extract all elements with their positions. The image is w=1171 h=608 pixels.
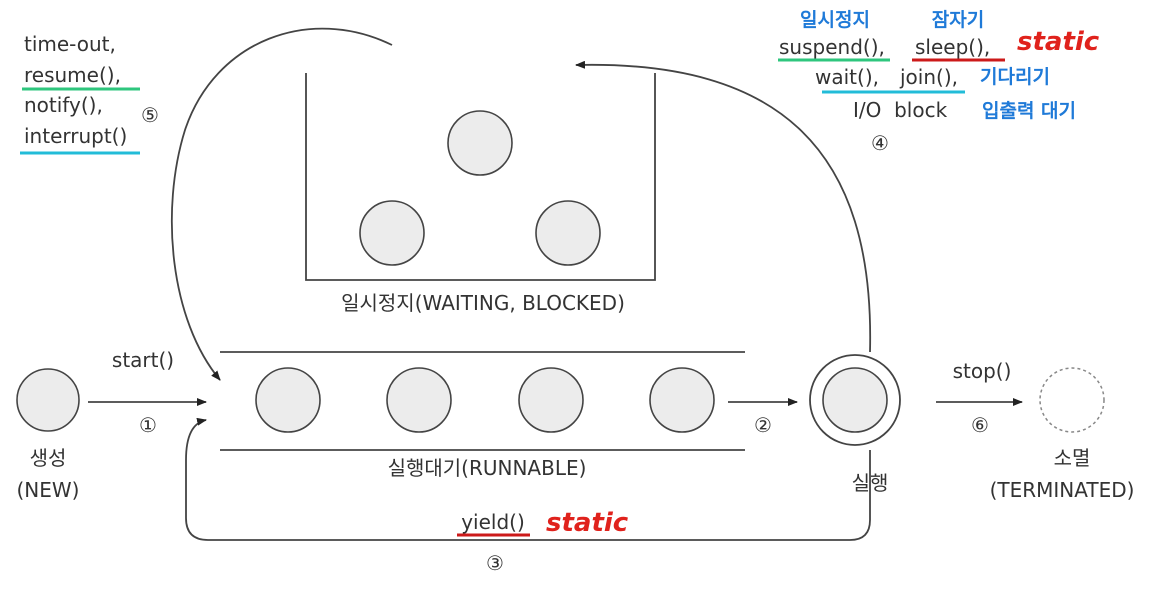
suspend-label: suspend(), [779,35,885,59]
transition-3-number: ③ [486,551,504,575]
sleep-static-annotation: static [1017,27,1100,57]
suspend-annotation: 일시정지 [800,9,870,31]
runnable-thread-3 [518,367,584,433]
waiting-box [305,73,656,281]
new-state-sublabel: (NEW) [17,478,80,502]
waiting-thread-1 [447,110,513,176]
timeout-label: time-out, [24,32,116,56]
resume-label: resume(), [24,63,121,87]
stop-label: stop() [953,359,1012,383]
runnable-thread-4 [649,367,715,433]
sleep-label: sleep(), [915,35,990,59]
wait-join-annotation: 기다리기 [980,66,1050,88]
transition-1-number: ① [139,413,157,437]
sleep-annotation: 잠자기 [932,9,984,31]
runnable-state-label: 실행대기(RUNNABLE) [388,456,587,480]
transition-6-number: ⑥ [971,413,989,437]
terminated-state-sublabel: (TERMINATED) [990,478,1135,502]
io-block-label: I/O block [853,98,948,122]
waiting-thread-3 [535,200,601,266]
join-label: join(), [899,65,958,89]
running-thread [822,367,888,433]
new-state-circle [16,368,80,432]
waiting-thread-2 [359,200,425,266]
io-annotation: 입출력 대기 [982,100,1076,122]
resume-arrow [170,27,393,381]
wait-label: wait(), [815,65,879,89]
waiting-state-label: 일시정지(WAITING, BLOCKED) [341,291,625,315]
terminated-state-circle [1039,367,1105,433]
transition-2-number: ② [754,413,772,437]
start-label: start() [112,348,174,372]
yield-arrow [185,417,871,541]
transition-5-number: ⑤ [141,103,159,127]
runnable-thread-1 [255,367,321,433]
yield-label: yield() [461,510,525,534]
terminated-state-label: 소멸 [1054,446,1091,470]
transition-4-number: ④ [871,131,889,155]
interrupt-label: interrupt() [24,124,127,148]
block-arrow [575,60,872,353]
new-state-label: 생성 [30,446,67,470]
notify-label: notify(), [24,93,103,117]
yield-static-annotation: static [546,508,629,538]
runnable-thread-2 [386,367,452,433]
